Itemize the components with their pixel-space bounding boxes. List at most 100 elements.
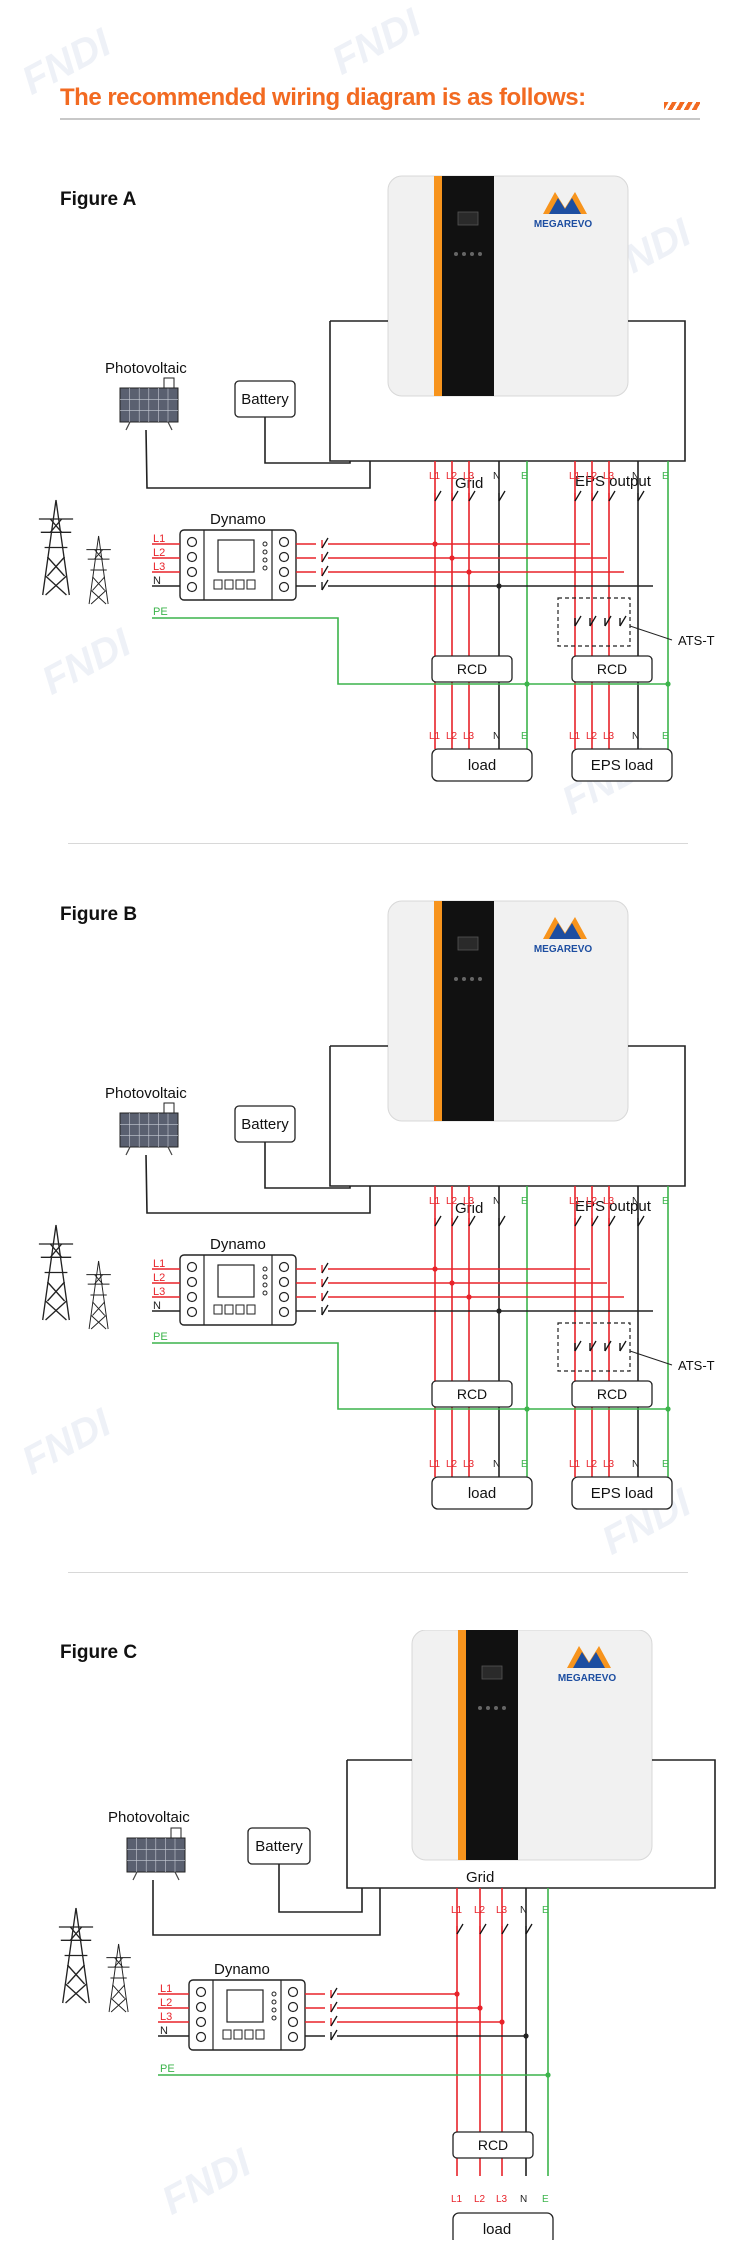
breaker-lever (468, 1215, 476, 1227)
terminal-pin (262, 1282, 268, 1288)
junction-dot (466, 1294, 472, 1300)
terminal-pin (262, 565, 268, 571)
terminal-screw (186, 536, 198, 548)
breaker-lever (330, 2001, 338, 2013)
conductor-label: L3 (603, 1459, 615, 1470)
inverter-unit (387, 175, 629, 397)
breaker-lever (604, 615, 612, 627)
display-icon (457, 211, 479, 226)
meter-button (213, 579, 223, 590)
breaker-lever (321, 1262, 329, 1274)
meter-button (246, 1304, 256, 1315)
breaker-lever (574, 490, 582, 502)
conductor-label: L2 (474, 1905, 486, 1916)
terminal-screw (278, 1276, 290, 1288)
terminal-screw (186, 1291, 198, 1303)
dynamo-label: Dynamo (214, 1961, 270, 1978)
junction-dot (432, 1266, 438, 1272)
junction-dot (496, 583, 502, 589)
breaker-lever (574, 1215, 582, 1227)
breaker-lever (525, 1923, 533, 1935)
indicator-light (478, 977, 482, 981)
conductor-label: N (493, 1459, 500, 1470)
tower-stroke (49, 1243, 63, 1258)
conductor-label: L1 (569, 1459, 581, 1470)
figure-label: Figure B (60, 904, 138, 925)
terminal-screw (278, 536, 290, 548)
tower-stroke (94, 1274, 104, 1285)
junction-box-icon (163, 377, 175, 389)
terminal-screw (195, 1986, 207, 1998)
feed-label: L3 (153, 1286, 165, 1298)
stripes-icon (664, 102, 700, 110)
conductor-label: L3 (463, 731, 475, 742)
conductor-label: L2 (586, 731, 598, 742)
feed-label: L1 (153, 1258, 165, 1270)
eps-load-box (571, 748, 673, 782)
feed-label: L2 (160, 1997, 172, 2009)
inverter-unit (411, 1629, 653, 1861)
inverter-frame (329, 1045, 686, 1187)
conductor-label: N (632, 1196, 639, 1207)
inverter-frame (346, 1759, 716, 1889)
inverter-frame (329, 320, 686, 462)
tower-stroke (114, 1957, 124, 1968)
display-icon (481, 1665, 503, 1680)
conductor-label: L3 (496, 2194, 508, 2205)
indicator-light (478, 252, 482, 256)
tower-stroke (38, 518, 74, 549)
photovoltaic-label: Photovoltaic (108, 1809, 190, 1826)
conductor-label: L2 (446, 1196, 458, 1207)
breaker-lever (498, 490, 506, 502)
conductor-label: L1 (429, 1196, 441, 1207)
conductor-label: E (662, 1459, 669, 1470)
tower-stroke (86, 549, 111, 571)
battery-label: Battery (241, 1116, 289, 1133)
panel-stand (125, 421, 131, 431)
inverter-stripe (434, 901, 442, 1121)
tower-stroke (65, 1964, 87, 2004)
rcd-label: RCD (597, 1386, 627, 1402)
tower-stroke (110, 1984, 127, 2013)
conductor-label: L3 (463, 471, 475, 482)
leader-line (629, 625, 673, 641)
indicator-light (470, 977, 474, 981)
conductor-label: L3 (603, 731, 615, 742)
conductor-label: E (542, 2194, 549, 2205)
breaker-lever (498, 1215, 506, 1227)
panel-stand (174, 1871, 180, 1881)
rcd-box-grid (431, 655, 513, 683)
conductor-label: E (521, 1196, 528, 1207)
pv-cable (145, 429, 371, 489)
panel-stand (125, 1146, 131, 1156)
junction-box-icon (163, 1102, 175, 1114)
conductor-label: L1 (451, 2194, 463, 2205)
conductor-label: L2 (586, 1459, 598, 1470)
rcd-label: RCD (457, 1386, 487, 1402)
load-label: load (483, 2221, 511, 2238)
power-tower-icon (86, 1260, 111, 1330)
breaker-lever (330, 2029, 338, 2041)
load-label: load (468, 757, 496, 774)
breaker-lever (321, 1276, 329, 1288)
breaker-lever (619, 615, 627, 627)
ats-switch (557, 1322, 631, 1372)
junction-dot (524, 1406, 530, 1412)
pe-label: PE (160, 2063, 175, 2075)
conductor-label: N (493, 731, 500, 742)
meter-display-icon (217, 1264, 255, 1298)
load-box (431, 1476, 533, 1510)
terminal-pin (271, 1999, 277, 2005)
breaker-lever (637, 490, 645, 502)
page-title: The recommended wiring diagram is as fol… (60, 84, 586, 111)
brand-logo-icon (549, 198, 581, 214)
indicator-light (494, 1706, 498, 1710)
feed-label: N (160, 2025, 168, 2037)
breaker-lever (479, 1923, 487, 1935)
breaker-lever (589, 1340, 597, 1352)
conductor-label: N (493, 471, 500, 482)
terminal-pin (262, 557, 268, 563)
conductor-label: N (493, 1196, 500, 1207)
